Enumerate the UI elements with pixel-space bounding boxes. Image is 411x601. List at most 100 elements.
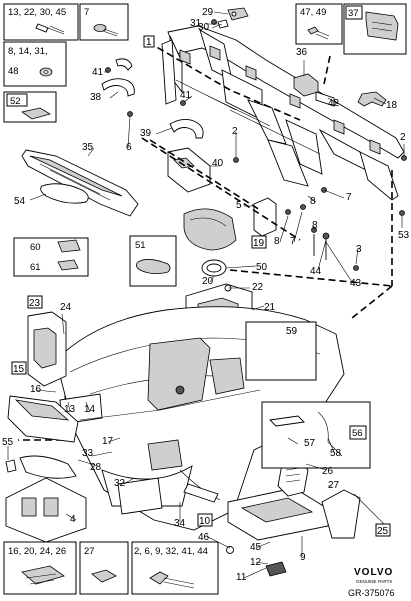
inset-screw-7[interactable]: 7 (79, 3, 129, 41)
svg-text:41: 41 (92, 67, 104, 78)
svg-text:42: 42 (328, 98, 340, 109)
svg-text:14: 14 (84, 404, 96, 415)
svg-text:55: 55 (2, 437, 14, 448)
strap-38[interactable] (101, 58, 135, 97)
svg-text:17: 17 (102, 436, 114, 447)
diagram-code: GR-375076 (348, 588, 395, 598)
svg-text:4: 4 (70, 514, 76, 525)
svg-text:46: 46 (198, 532, 210, 543)
inset-label: 51 (135, 240, 146, 251)
svg-text:23: 23 (29, 298, 41, 309)
inset-label: 8, 14, 31, (8, 46, 48, 57)
svg-text:43: 43 (350, 278, 362, 289)
svg-text:VOLVO: VOLVO (354, 567, 393, 578)
svg-text:8: 8 (274, 236, 280, 247)
svg-text:39: 39 (140, 128, 152, 139)
inset-bolt-47-49[interactable]: 47, 49 (295, 3, 343, 45)
inset-label: 60 (30, 242, 41, 253)
bezel-28[interactable] (19, 455, 77, 479)
clip-icon (365, 11, 399, 41)
bracket-31[interactable] (217, 19, 229, 29)
duct-54[interactable] (40, 183, 89, 204)
part-36[interactable] (293, 73, 319, 97)
bolt-icon (307, 26, 330, 40)
svg-text:1: 1 (146, 37, 152, 48)
strap-39[interactable] (169, 119, 204, 139)
panel-10[interactable] (227, 487, 331, 541)
inset-clips-16-20-24-26[interactable]: 16, 20, 24, 26 (3, 541, 77, 595)
inset-pad-52[interactable]: 52 (3, 91, 57, 123)
inset-label: 48 (8, 66, 19, 77)
svg-text:19: 19 (253, 238, 265, 249)
inset-label: 16, 20, 24, 26 (8, 546, 66, 557)
air-duct-35[interactable] (21, 149, 139, 217)
pad-icon (136, 259, 171, 274)
inset-label: 13, 22, 30, 45 (8, 7, 66, 18)
svg-text:GENUINE PARTS: GENUINE PARTS (356, 579, 392, 584)
svg-text:11: 11 (236, 572, 247, 583)
callout-labels: 30 31 29 1 36 42 18 41 41 38 6 39 2 40 2… (2, 7, 410, 583)
crossmember-frame[interactable] (161, 25, 405, 201)
svg-text:58: 58 (330, 448, 342, 459)
inset-59[interactable] (245, 321, 317, 381)
svg-text:27: 27 (328, 480, 340, 491)
screw-icon (93, 24, 119, 37)
inset-nut-27[interactable]: 27 (79, 541, 129, 595)
inset-label: 61 (30, 262, 41, 273)
clip-icon (21, 565, 65, 585)
inset-bolt-2-6-9-32-41-44[interactable]: 2, 6, 9, 32, 41, 44 (131, 541, 219, 595)
inset-pad-51[interactable]: 51 (129, 235, 177, 287)
cover-19[interactable] (183, 208, 237, 251)
svg-text:22: 22 (252, 282, 264, 293)
svg-text:34: 34 (174, 518, 186, 529)
svg-text:24: 24 (60, 302, 72, 313)
washer-46[interactable] (226, 546, 234, 554)
svg-text:29: 29 (202, 7, 214, 18)
inset-clips-60-61[interactable]: 60 61 (13, 237, 89, 277)
svg-text:41: 41 (180, 90, 192, 101)
screws-right[interactable] (105, 19, 407, 271)
bolts-43-44[interactable] (313, 232, 330, 260)
switch-11[interactable] (265, 561, 287, 577)
inset-label: 47, 49 (300, 7, 326, 18)
bracket-29[interactable] (227, 7, 249, 21)
bezel-15[interactable] (7, 395, 79, 443)
svg-text:21: 21 (264, 302, 276, 313)
inset-label: 56 (352, 428, 363, 439)
inset-washer-8-14-31-48[interactable]: 8, 14, 31, 48 (3, 41, 67, 87)
inset-56-57-58[interactable]: 56 (261, 401, 371, 469)
clip-18[interactable] (357, 91, 387, 107)
svg-text:8: 8 (312, 220, 318, 231)
nut-icon (91, 569, 117, 583)
svg-text:3: 3 (356, 244, 362, 255)
clip-icon (57, 239, 81, 253)
inset-label: 7 (84, 7, 89, 18)
svg-text:31: 31 (190, 18, 202, 29)
svg-text:7: 7 (290, 236, 296, 247)
svg-text:10: 10 (199, 516, 211, 527)
svg-text:36: 36 (296, 47, 308, 58)
svg-text:44: 44 (310, 266, 322, 277)
svg-text:57: 57 (304, 438, 316, 449)
clip-55[interactable] (5, 459, 17, 473)
svg-text:59: 59 (286, 326, 298, 337)
trim-25[interactable] (321, 489, 361, 539)
inset-label: 27 (84, 546, 95, 557)
svg-text:8: 8 (310, 196, 316, 207)
svg-text:26: 26 (322, 466, 334, 477)
inset-label: 37 (348, 8, 359, 19)
cable-34[interactable] (179, 469, 221, 503)
ring-50[interactable] (201, 259, 227, 277)
vent-4[interactable] (5, 477, 87, 543)
inset-clip-37[interactable]: 37 (343, 3, 407, 55)
svg-text:33: 33 (82, 448, 94, 459)
bolt-icon (149, 571, 169, 585)
svg-text:40: 40 (212, 158, 224, 169)
svg-text:2: 2 (232, 126, 238, 137)
side-panel-23[interactable] (27, 311, 67, 387)
inset-bolts-13-22-30-45[interactable]: 13, 22, 30, 45 (3, 3, 79, 41)
svg-text:12: 12 (250, 557, 262, 568)
part-42[interactable] (315, 91, 335, 107)
svg-text:16: 16 (30, 384, 42, 395)
